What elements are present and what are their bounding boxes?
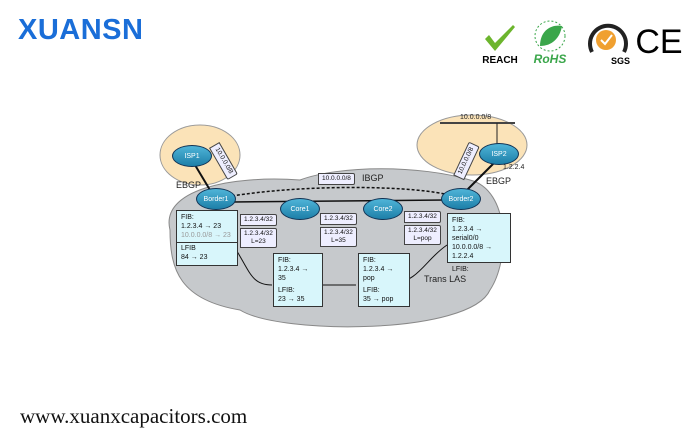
router-border1[interactable]: Border1 bbox=[196, 188, 236, 210]
lfib-title: LFIB: bbox=[452, 266, 469, 273]
brand-logo-text: XUANSN bbox=[18, 14, 144, 46]
core1-fib-box: FIB: 1.2.3.4 → 35 LFIB: 23 → 35 bbox=[273, 253, 323, 307]
b1-label-tag: 1.2.3.4/32 bbox=[240, 214, 277, 226]
ebgp-right-label: EBGP bbox=[486, 176, 512, 186]
rohs-label: RoHS bbox=[533, 52, 567, 66]
tag-label: L=35 bbox=[331, 237, 346, 244]
router-isp1[interactable]: ISP1 bbox=[172, 145, 212, 167]
core2-fib-box: FIB: 1.2.3.4 → pop LFIB: 35 → pop bbox=[358, 253, 410, 307]
tag-prefix: 1.2.3.4/32 bbox=[244, 230, 273, 237]
lfib-title: LFIB: bbox=[278, 287, 295, 294]
c1-label-tag: 1.2.3.4/32 bbox=[320, 213, 357, 225]
fib-entry: 1.2.3.4 → pop bbox=[363, 266, 394, 282]
fib-title: FIB: bbox=[452, 217, 465, 224]
fib-entry: 1.2.3.4 → 23 bbox=[181, 223, 222, 230]
fib-title: FIB: bbox=[278, 257, 291, 264]
fib-title: FIB: bbox=[363, 257, 376, 264]
lfib-entry: 23 → 35 bbox=[278, 296, 305, 303]
fib-entry: 1.2.3.4 → 35 bbox=[278, 266, 309, 282]
rohs-logo: RoHS bbox=[525, 18, 575, 66]
router-core1[interactable]: Core1 bbox=[280, 198, 320, 220]
border2-fib-box: FIB: 1.2.3.4 → serial0/0 10.0.0.0/8 → 1.… bbox=[447, 213, 511, 273]
ce-label: CE bbox=[635, 22, 683, 61]
router-border2[interactable]: Border2 bbox=[441, 188, 481, 210]
tag-label: L=23 bbox=[251, 238, 266, 245]
lfib-title: LFIB bbox=[181, 245, 196, 252]
fib-entry: 10.0.0.0/8 → 1.2.2.4 bbox=[452, 244, 493, 260]
checkmark-icon bbox=[485, 25, 515, 51]
sgs-label: SGS bbox=[610, 56, 630, 66]
fib-entry: 10.0.0.0/8 → 23 bbox=[181, 232, 231, 239]
sgs-seal-icon bbox=[588, 23, 628, 53]
ibgp-session bbox=[231, 186, 446, 197]
lfib-title: LFIB: bbox=[363, 287, 380, 294]
reach-label: REACH bbox=[482, 55, 518, 66]
router-isp2[interactable]: ISP2 bbox=[479, 143, 519, 165]
tag-prefix: 1.2.3.4/32 bbox=[408, 227, 437, 234]
ce-logo: CE bbox=[635, 18, 683, 66]
border1-fib-box: FIB: 1.2.3.4 → 23 10.0.0.0/8 → 23 LFIB 8… bbox=[176, 210, 238, 266]
fib-entry: 1.2.3.4 → serial0/0 bbox=[452, 226, 483, 242]
isp2-network-label: 10.0.0.0/8 bbox=[460, 114, 492, 121]
reach-logo: REACH bbox=[478, 18, 522, 66]
trans-as-label: Trans LAS bbox=[424, 274, 467, 284]
ebgp-left-label: EBGP bbox=[176, 180, 202, 190]
tag-prefix: 1.2.3.4/32 bbox=[324, 229, 353, 236]
fib-title: FIB: bbox=[181, 214, 194, 221]
ibgp-label: IBGP bbox=[362, 173, 384, 183]
router-core2[interactable]: Core2 bbox=[363, 198, 403, 220]
website-url[interactable]: www.xuanxcapacitors.com bbox=[20, 404, 248, 428]
c2-label-tag: 1.2.3.4/32 bbox=[404, 211, 441, 223]
lfib-entry: 84 → 23 bbox=[181, 254, 208, 261]
leaf-icon bbox=[534, 20, 566, 52]
isp2-address-label: 1.2.2.4 bbox=[503, 164, 525, 171]
sgs-logo: SGS bbox=[580, 18, 630, 66]
ibgp-advert-tag: 10.0.0.0/8 bbox=[318, 173, 355, 185]
tag-label: L=pop bbox=[413, 235, 432, 242]
lfib-entry: 35 → pop bbox=[363, 296, 394, 303]
